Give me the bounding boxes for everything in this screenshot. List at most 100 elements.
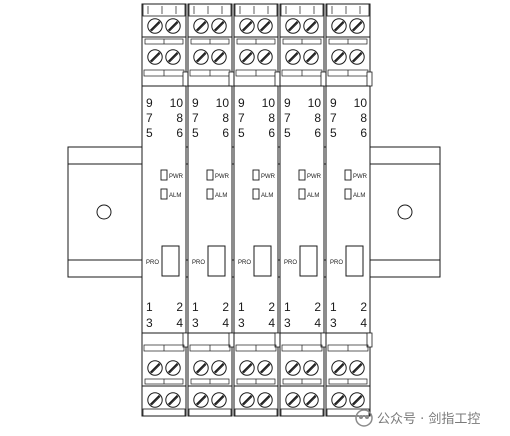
screw-slot-edge [197, 53, 207, 63]
screw-icon [331, 392, 347, 408]
terminal-number: 9 [330, 96, 337, 110]
screw-icon [193, 392, 209, 408]
port-label: PRO [330, 260, 343, 266]
screw-slot-edge [307, 22, 317, 32]
screw-slot [333, 51, 345, 63]
led-label: PWR [353, 174, 368, 180]
screw-slot-edge [169, 364, 179, 374]
led-pwr-icon [252, 169, 260, 181]
terminal-number: 1 [284, 300, 291, 314]
screw-slot-edge [261, 22, 271, 32]
screw-slot-edge [197, 396, 207, 406]
screw-slot [195, 20, 207, 32]
terminal-number: 6 [176, 126, 183, 140]
screw-slot [351, 20, 363, 32]
screw-icon [331, 360, 347, 376]
din-rail-hole-right [397, 204, 413, 220]
latch [182, 71, 189, 87]
led-alm-icon [206, 188, 214, 200]
screw-slot [149, 394, 161, 406]
port-label: PRO [192, 260, 205, 266]
screw-slot-edge [353, 364, 363, 374]
screw-slot [149, 20, 161, 32]
terminal-number: 7 [330, 111, 337, 125]
screw-icon [147, 360, 163, 376]
screw-slot-edge [353, 53, 363, 63]
terminal-number: 4 [222, 316, 229, 330]
led-label: PWR [307, 174, 322, 180]
screw-icon [147, 49, 163, 65]
screw-slot-edge [197, 364, 207, 374]
led-alm-icon [160, 188, 168, 200]
screw-slot-edge [289, 396, 299, 406]
screw-slot-edge [169, 53, 179, 63]
screw-slot-edge [289, 22, 299, 32]
screw-slot-edge [335, 364, 345, 374]
screw-slot [259, 362, 271, 374]
terminal-number: 10 [170, 96, 184, 110]
bottom-terminal-block [188, 332, 235, 417]
top-terminal-block [280, 3, 327, 87]
screw-icon [303, 18, 319, 34]
screw-slot [259, 51, 271, 63]
led-pwr-icon [206, 169, 214, 181]
screw-slot [259, 394, 271, 406]
screw-icon [193, 18, 209, 34]
latch [274, 71, 281, 87]
port-label: PRO [284, 260, 297, 266]
terminal-number: 10 [216, 96, 230, 110]
led-pwr-icon [160, 169, 168, 181]
bottom-terminal-block [326, 332, 373, 417]
screw-slot [287, 51, 299, 63]
terminal-number: 2 [360, 300, 367, 314]
terminal-number: 3 [192, 316, 199, 330]
screw-slot [333, 362, 345, 374]
terminal-cap [188, 408, 232, 417]
screw-slot-edge [151, 396, 161, 406]
led-label: PWR [215, 174, 230, 180]
terminal-cap [234, 408, 278, 417]
terminal-number: 10 [262, 96, 276, 110]
terminal-number: 3 [330, 316, 337, 330]
screw-slot [351, 51, 363, 63]
screw-slot-edge [261, 53, 271, 63]
terminal-number: 6 [314, 126, 321, 140]
latch [228, 71, 235, 87]
watermark: 公众号 · 剑指工控 [355, 409, 480, 427]
screw-slot-edge [169, 396, 179, 406]
module-body [279, 3, 325, 417]
programming-port: PRO [192, 245, 226, 277]
screw-slot [213, 394, 225, 406]
screw-slot [213, 51, 225, 63]
latch [366, 71, 373, 87]
screw-slot-edge [353, 396, 363, 406]
screw-slot [287, 20, 299, 32]
led-alm-icon [298, 188, 306, 200]
led-label: ALM [261, 193, 273, 199]
led-label: ALM [169, 193, 181, 199]
terminal-number: 5 [284, 126, 291, 140]
programming-port: PRO [146, 245, 180, 277]
programming-port: PRO [330, 245, 364, 277]
led-alm-icon [344, 188, 352, 200]
screw-slot-edge [261, 396, 271, 406]
screw-icon [303, 392, 319, 408]
screw-icon [211, 18, 227, 34]
screw-slot-edge [151, 53, 161, 63]
screw-slot [287, 362, 299, 374]
top-terminal-block [234, 3, 281, 87]
screw-slot [149, 51, 161, 63]
watermark-logo-dot-left [359, 415, 363, 419]
